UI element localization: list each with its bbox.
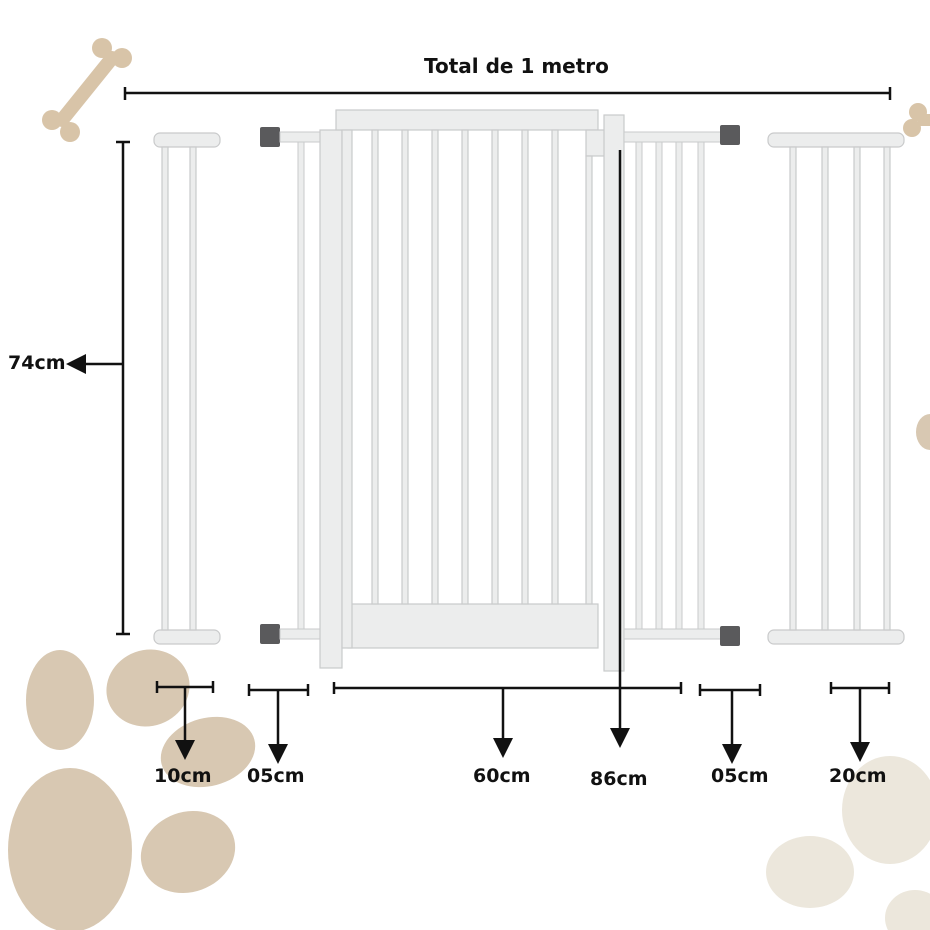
height-line <box>66 140 130 636</box>
paw-print-icon <box>916 414 930 450</box>
dimension-bracket-10cm <box>155 681 215 760</box>
height-label: 74cm <box>8 352 66 374</box>
dimension-label-20cm: 20cm <box>829 765 887 787</box>
dimension-label-05cm-left: 05cm <box>247 765 305 787</box>
extension-panel-10cm <box>153 132 221 645</box>
dimension-label-86cm: 86cm <box>590 768 648 790</box>
dimension-bracket-60cm <box>332 682 683 758</box>
total-width-label: Total de 1 metro <box>424 54 609 78</box>
extension-panel-20cm <box>767 132 905 645</box>
paw-print-icon <box>766 756 930 930</box>
dimension-bracket-05cm-left <box>247 684 310 764</box>
dimension-label-60cm: 60cm <box>473 765 531 787</box>
paw-print-icon <box>8 649 256 930</box>
dimension-label-10cm: 10cm <box>154 765 212 787</box>
dimension-bracket-05cm-right <box>698 684 762 764</box>
extension-panel-5cm-right <box>623 125 740 646</box>
dimension-label-05cm-right: 05cm <box>711 765 769 787</box>
bone-icon <box>903 103 930 137</box>
main-gate <box>319 109 625 672</box>
dimension-bracket-20cm <box>829 682 891 762</box>
bone-icon <box>42 38 132 142</box>
